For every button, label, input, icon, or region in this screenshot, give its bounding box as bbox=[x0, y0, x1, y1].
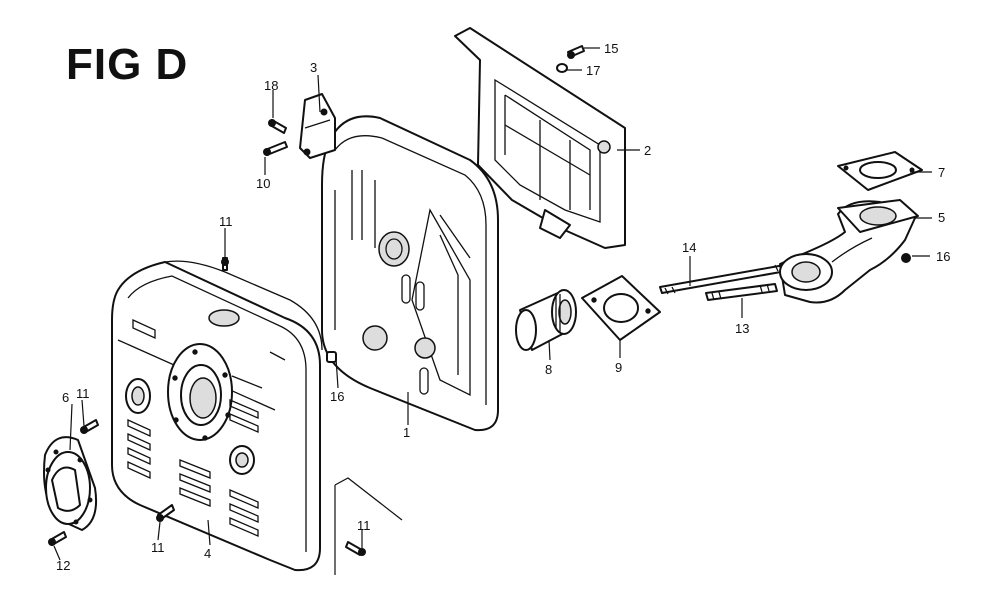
callout-13: 13 bbox=[735, 321, 749, 336]
muffler-body bbox=[321, 115, 499, 432]
callout-3: 3 bbox=[310, 60, 317, 75]
callout-9: 9 bbox=[615, 360, 622, 375]
pipe-gasket bbox=[837, 151, 923, 191]
callout-2: 2 bbox=[644, 143, 651, 158]
figure-title: FIG D bbox=[66, 40, 189, 89]
callout-11-bottom: 11 bbox=[151, 540, 165, 555]
exhaust-gasket bbox=[581, 275, 661, 341]
callout-11-top: 11 bbox=[219, 214, 233, 229]
callout-11-left: 11 bbox=[76, 386, 90, 401]
stud-bolts bbox=[659, 263, 793, 301]
callout-11-right: 11 bbox=[357, 518, 371, 533]
callout-7: 7 bbox=[938, 165, 945, 180]
exhaust-pipe bbox=[779, 199, 919, 304]
fasteners bbox=[48, 45, 911, 556]
callout-15: 15 bbox=[604, 41, 618, 56]
callout-6: 6 bbox=[62, 390, 69, 405]
muffler-protector bbox=[111, 260, 323, 572]
frame-line bbox=[334, 477, 403, 521]
leader-lines bbox=[53, 47, 932, 561]
callout-17: 17 bbox=[586, 63, 600, 78]
spark-arrester-cap bbox=[43, 436, 98, 531]
callout-18: 18 bbox=[264, 78, 278, 93]
callout-8: 8 bbox=[545, 362, 552, 377]
bracket bbox=[299, 93, 336, 159]
silencer-core bbox=[515, 289, 577, 351]
callout-12: 12 bbox=[56, 558, 70, 573]
callout-4: 4 bbox=[204, 546, 211, 561]
callout-10: 10 bbox=[256, 176, 270, 191]
callout-14: 14 bbox=[682, 240, 696, 255]
callout-16-right: 16 bbox=[936, 249, 950, 264]
callout-5: 5 bbox=[938, 210, 945, 225]
callout-16-left: 16 bbox=[330, 389, 344, 404]
callout-1: 1 bbox=[403, 425, 410, 440]
heat-shield bbox=[454, 27, 626, 249]
